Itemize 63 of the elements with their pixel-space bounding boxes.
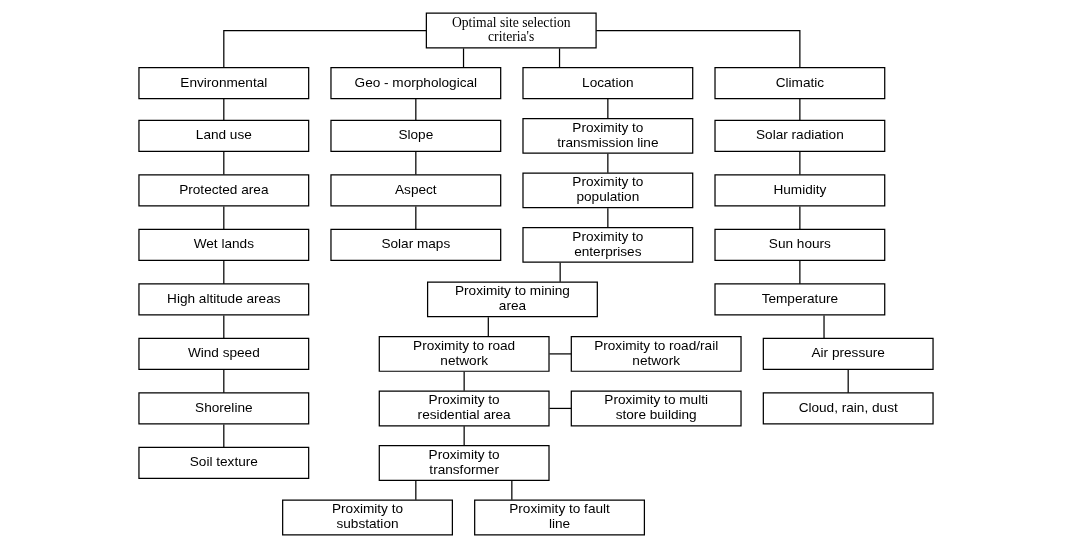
connector	[414, 151, 416, 176]
connector	[798, 260, 800, 285]
node-box: Proximity to mining area	[426, 281, 598, 318]
node-box: Proximity to substation	[281, 499, 453, 536]
node-box: Temperature	[713, 283, 885, 316]
connector	[798, 98, 800, 121]
node-box: Cloud, rain, dust	[762, 392, 934, 425]
connector	[606, 207, 608, 228]
node-box: Proximity to transformer	[378, 444, 550, 481]
node-box: Environmental	[137, 67, 309, 100]
node-box: Geo - morphological	[329, 67, 501, 100]
connector	[222, 151, 224, 176]
connector	[606, 153, 608, 174]
connector	[559, 262, 561, 283]
node-box: Solar radiation	[713, 119, 885, 152]
node-box: Proximity to road/rail network	[570, 335, 742, 372]
node-box: Humidity	[713, 174, 885, 207]
connector	[847, 369, 849, 394]
connector	[558, 47, 560, 69]
node-box: Slope	[329, 119, 501, 152]
connector	[548, 407, 572, 410]
connector	[414, 480, 416, 501]
connector	[222, 205, 224, 230]
node-box: Shoreline	[137, 392, 309, 425]
node-box: Proximity to residential area	[378, 390, 550, 427]
node-box: Optimal site selection criteria's	[425, 12, 597, 49]
connector	[462, 47, 464, 69]
node-box: Proximity to enterprises	[521, 226, 693, 263]
node-box: Wet lands	[137, 228, 309, 261]
connector	[222, 369, 224, 394]
node-box: Proximity to population	[521, 172, 693, 209]
connector	[414, 98, 416, 121]
connector	[463, 425, 465, 446]
connector	[822, 314, 825, 339]
node-box: Climatic	[713, 67, 885, 100]
connector	[414, 205, 416, 230]
node-box: Proximity to road network	[378, 335, 550, 372]
connector	[487, 316, 489, 337]
connector	[222, 29, 427, 69]
node-box: Proximity to transmission line	[521, 117, 693, 154]
connector	[463, 371, 465, 392]
node-box: Solar maps	[329, 228, 501, 261]
node-box: High altitude areas	[137, 283, 309, 316]
connector	[510, 480, 512, 501]
connector	[222, 98, 224, 121]
connector	[798, 205, 800, 230]
node-box: Location	[521, 67, 693, 100]
node-box: Proximity to multi store building	[570, 390, 742, 427]
connector	[222, 423, 224, 448]
node-box: Land use	[137, 119, 309, 152]
node-box: Proximity to fault line	[473, 499, 645, 536]
node-box: Aspect	[329, 174, 501, 207]
node-box: Soil texture	[137, 446, 309, 480]
connector	[222, 314, 224, 339]
connector	[606, 98, 608, 120]
connector	[222, 260, 224, 285]
connector	[548, 353, 572, 355]
connector	[595, 29, 800, 69]
node-box: Protected area	[137, 174, 309, 207]
node-box: Sun hours	[713, 228, 885, 261]
connector	[798, 151, 800, 176]
node-box: Air pressure	[762, 337, 934, 370]
node-box: Wind speed	[137, 337, 309, 370]
